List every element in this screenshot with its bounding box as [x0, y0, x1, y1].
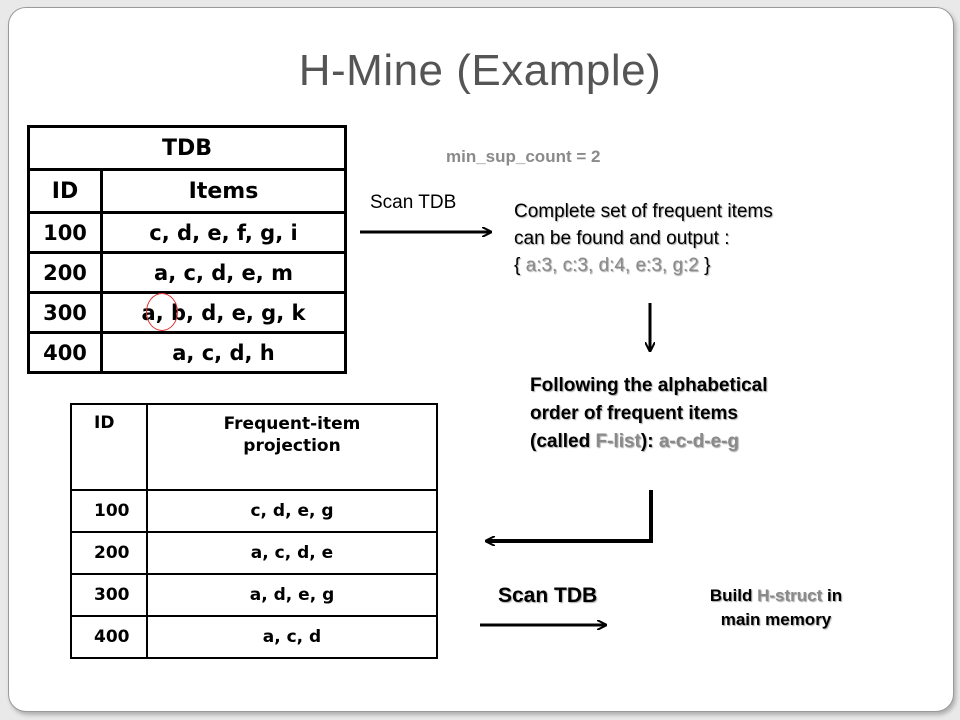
- proj-cell-items: a, d, e, g: [146, 573, 438, 617]
- proj-cell-items: a, c, d: [146, 615, 438, 659]
- tdb-row: 200 a, c, d, e, m: [27, 251, 347, 294]
- complete-set-line-2: can be found and output :: [514, 228, 730, 249]
- tdb-cell-id: 100: [27, 211, 103, 254]
- tdb-cell-items: c, d, e, f, g, i: [100, 211, 347, 254]
- highlight-circle: [146, 293, 178, 331]
- tdb-row: 400 a, c, d, h: [27, 331, 347, 374]
- proj-header-id: ID: [70, 403, 148, 491]
- build-line-2: main memory: [720, 610, 832, 629]
- proj-cell-id: 100: [70, 489, 148, 533]
- build-hstruct-text: Build H-struct in main memory: [676, 584, 876, 632]
- proj-row: 300 a, d, e, g: [70, 573, 438, 617]
- tdb-caption: TDB: [27, 125, 347, 171]
- scan-tdb-label: Scan TDB: [370, 192, 457, 213]
- flist-line-1: Following the alphabetical: [530, 375, 768, 396]
- complete-set-text: Complete set of frequent items can be fo…: [514, 198, 773, 279]
- complete-set-line-1: Complete set of frequent items: [514, 201, 773, 222]
- flist-called: (called: [530, 431, 596, 452]
- build-word: Build: [709, 586, 758, 605]
- tdb-cell-id: 400: [27, 331, 103, 374]
- proj-header-line-2: projection: [243, 436, 341, 456]
- proj-row: 100 c, d, e, g: [70, 489, 438, 533]
- tdb-cell-id: 300: [27, 291, 103, 334]
- tdb-cell-items: a, c, d, e, m: [100, 251, 347, 294]
- hstruct-term: H-struct: [757, 586, 823, 605]
- brace-close: }: [698, 255, 711, 276]
- proj-row: 400 a, c, d: [70, 615, 438, 659]
- tdb-cell-id: 200: [27, 251, 103, 294]
- build-in: in: [822, 586, 843, 605]
- arrow-elbow-left-icon: [487, 490, 653, 541]
- build-line-1: Build H-struct in: [676, 584, 876, 608]
- tdb-table: TDB ID Items 100 c, d, e, f, g, i 200 a,…: [27, 125, 347, 374]
- min-sup-label: min_sup_count = 2: [446, 147, 601, 166]
- proj-header-line-1: Frequent-item: [223, 414, 361, 434]
- tdb-header-id: ID: [27, 168, 103, 214]
- tdb-header-items: Items: [100, 168, 347, 214]
- flist-line-2: order of frequent items: [530, 403, 738, 424]
- brace-open: {: [514, 255, 526, 276]
- flist-line-3: (called F-list): a-c-d-e-g: [530, 428, 768, 456]
- slide-title: H-Mine (Example): [298, 46, 662, 95]
- proj-row: 200 a, c, d, e: [70, 531, 438, 575]
- flist-colon: ):: [640, 431, 659, 452]
- proj-cell-items: c, d, e, g: [146, 489, 438, 533]
- frequent-items-list: a:3, c:3, d:4, e:3, g:2: [525, 255, 699, 276]
- flist-text: Following the alphabetical order of freq…: [530, 372, 768, 456]
- proj-header-projection: Frequent-item projection: [146, 403, 438, 491]
- proj-cell-items: a, c, d, e: [146, 531, 438, 575]
- tdb-row: 100 c, d, e, f, g, i: [27, 211, 347, 254]
- tdb-cell-items: a, c, d, h: [100, 331, 347, 374]
- flist-order: a-c-d-e-g: [658, 431, 740, 452]
- projection-table: ID Frequent-item projection 100 c, d, e,…: [70, 403, 438, 659]
- scan-tdb-label-2: Scan TDB: [498, 584, 598, 607]
- proj-cell-id: 300: [70, 573, 148, 617]
- complete-set-line-3: { a:3, c:3, d:4, e:3, g:2 }: [514, 252, 773, 279]
- flist-term: F-list: [595, 431, 641, 452]
- proj-cell-id: 400: [70, 615, 148, 659]
- proj-cell-id: 200: [70, 531, 148, 575]
